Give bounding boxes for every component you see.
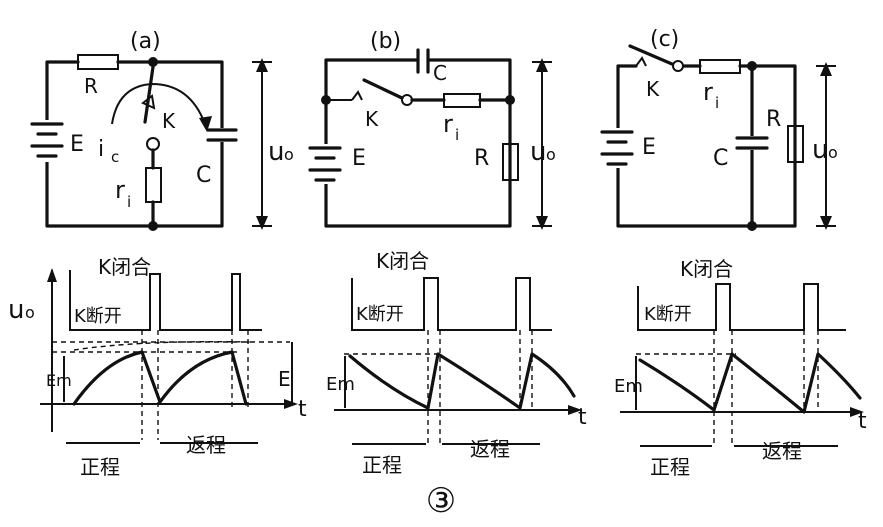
waveform-a-label-e: E [278, 367, 291, 391]
circuit-c-switch-blade [628, 44, 674, 66]
circuit-c: (c) K r i C R E u o [600, 27, 838, 231]
circuit-c-label-k: K [646, 77, 660, 101]
waveform-c-label-em: Em [614, 376, 643, 397]
circuit-a-label-ic-sub: c [111, 148, 119, 166]
circuit-c-label-e: E [642, 135, 656, 160]
circuit-a-node-bottom [148, 221, 158, 231]
circuit-b-label-c: C [433, 61, 447, 85]
waveform-c-label-forward: 正程 [650, 455, 690, 479]
circuit-c-label-uo: u [812, 135, 828, 165]
waveform-a-output-curve [72, 350, 248, 406]
circuit-a-capacitor [206, 128, 238, 142]
waveform-c-guide-lines [636, 330, 819, 446]
circuit-a-switch-pivot [146, 137, 160, 151]
circuit-c-label-c: C [713, 146, 728, 171]
waveform-c-label-k-open: K断开 [644, 304, 692, 325]
circuit-a-label-uo-sub: o [284, 145, 294, 164]
circuit-b: (b) C K r i E R u o [308, 29, 556, 230]
waveform-a-y-arrowhead [47, 268, 57, 282]
circuit-c-label-ri-sub: i [715, 94, 719, 112]
waveform-b-label-k-closed: K闭合 [376, 249, 429, 273]
circuit-a-arrow-icon [199, 116, 212, 132]
circuit-c-switch-pivot [672, 60, 684, 72]
circuit-a-label-e: E [70, 132, 84, 157]
circuit-b-label-k: K [365, 107, 379, 131]
waveform-b-label-forward: 正程 [362, 453, 402, 477]
waveform-c-output-curve [638, 352, 862, 414]
circuit-b-contact-triangle [351, 90, 363, 101]
circuit-b-capacitor [416, 48, 430, 74]
circuit-c-battery [600, 128, 634, 168]
circuit-b-resistor-r [502, 143, 519, 181]
waveform-a-axis-label-uo-sub: o [25, 303, 35, 322]
circuit-a-battery [30, 120, 64, 162]
circuit-b-label-uo: u [530, 137, 546, 167]
circuit-c-contact-triangle [635, 56, 647, 67]
waveform-a-label-k-closed: K闭合 [98, 255, 151, 279]
circuit-a-label-r: R [84, 74, 98, 98]
waveform-b-output-curve [348, 352, 576, 410]
circuit-a-label-uo: u [268, 137, 284, 167]
circuit-c-label-r: R [766, 107, 781, 132]
waveform-c-time-arrowhead [850, 407, 864, 417]
circuit-a-resistor-ri [145, 167, 162, 203]
circuit-a-label-ri: r [115, 176, 125, 204]
waveform-a-label-forward: 正程 [80, 455, 120, 479]
circuit-c-tag: (c) [650, 27, 679, 52]
waveform-c: K闭合 K断开 t Em 正程 返程 [614, 257, 867, 479]
circuit-c-wires [616, 64, 797, 228]
circuit-a-label-c: C [196, 163, 211, 188]
waveform-b-label-em: Em [326, 374, 355, 395]
waveform-b-guide-lines [344, 330, 533, 444]
circuit-b-label-r: R [474, 146, 489, 171]
circuit-b-resistor-ri [443, 93, 481, 108]
circuit-c-label-uo-sub: o [828, 143, 838, 162]
waveform-a-label-em: Em [46, 371, 72, 390]
circuit-a-contact-triangle [141, 94, 156, 110]
circuit-a-label-ri-sub: i [127, 193, 131, 211]
circuit-b-label-uo-sub: o [546, 145, 556, 164]
circuit-b-tag: (b) [370, 29, 401, 54]
circuit-a-switch-blade [143, 65, 155, 124]
circuit-a-label-ic: i [98, 137, 104, 162]
circuit-c-label-ri: r [703, 78, 713, 106]
waveform-c-switch-pulses [637, 283, 846, 331]
waveform-a: K闭合 u o K断开 t Em E 正程 返程 [8, 255, 307, 479]
waveform-a-switch-pulses [69, 270, 262, 331]
circuit-b-switch-blade [362, 78, 404, 100]
circuit-b-label-ri: r [443, 110, 453, 138]
waveform-a-guide-lines [52, 340, 290, 353]
waveform-a-axis-label-uo: u [8, 295, 24, 325]
figure-number: ③ [426, 481, 456, 521]
circuit-b-battery [308, 144, 342, 184]
circuit-b-label-ri-sub: i [455, 126, 459, 144]
circuit-b-label-e: E [352, 146, 366, 171]
waveform-b: K闭合 K断开 t Em 正程 返程 [326, 249, 587, 477]
waveform-b-label-retrace: 返程 [470, 437, 510, 461]
waveform-a-label-k-open: K断开 [74, 306, 122, 327]
waveform-a-label-retrace: 返程 [186, 433, 226, 457]
circuit-a-tag: (a) [130, 29, 161, 54]
waveform-a-vertical-guides [141, 330, 249, 440]
waveform-c-label-k-closed: K闭合 [680, 257, 733, 281]
circuit-c-capacitor [735, 136, 769, 150]
circuit-b-wires [324, 58, 512, 228]
waveform-a-label-t: t [298, 397, 307, 422]
waveform-b-time-arrowhead [568, 405, 582, 415]
circuit-a-current-arc [111, 82, 206, 125]
waveform-b-label-k-open: K断开 [356, 304, 404, 325]
circuit-a: (a) R E K i c r i C [30, 29, 294, 231]
waveform-c-label-retrace: 返程 [762, 439, 802, 463]
circuit-a-resistor-r [77, 54, 119, 70]
circuit-a-node-top [148, 57, 158, 67]
circuit-a-label-k: K [162, 109, 176, 133]
circuit-a-wires [45, 60, 224, 228]
waveform-c-label-t: t [858, 409, 867, 434]
waveform-b-label-t: t [578, 405, 587, 430]
circuit-c-resistor-r [787, 125, 804, 163]
waveform-b-switch-pulses [351, 277, 552, 331]
circuit-c-resistor-ri [699, 59, 741, 74]
